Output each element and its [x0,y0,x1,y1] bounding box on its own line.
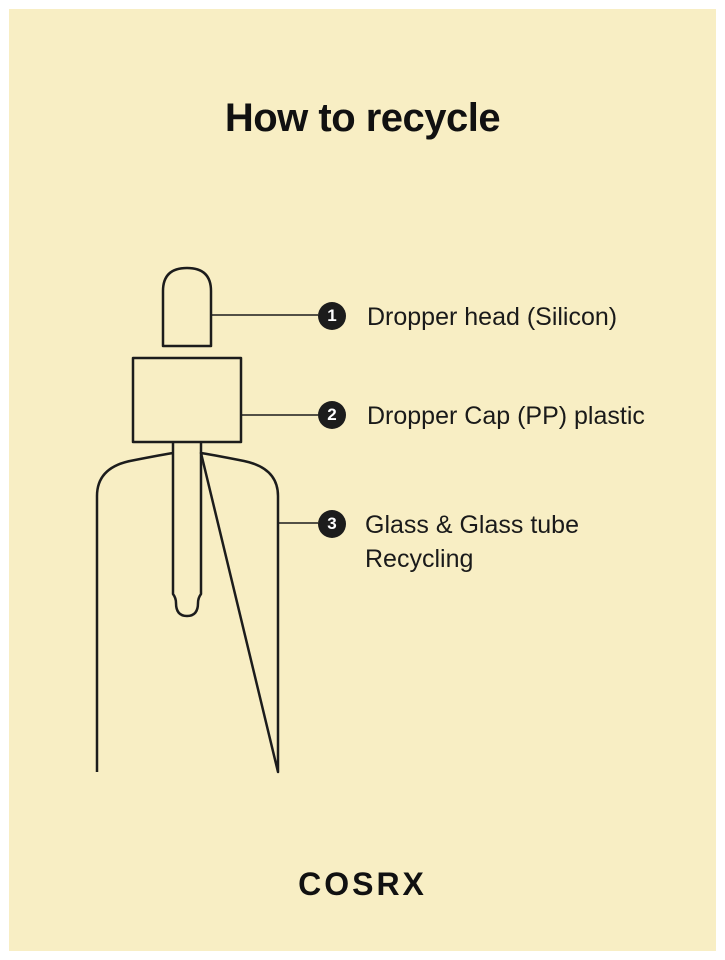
label-glass-line1: Glass & Glass tube [365,511,579,539]
dropper-head-outline [161,266,213,348]
number-badge-1: 1 [318,302,346,330]
number-badge-3: 3 [318,510,346,538]
label-glass-line2: Recycling [365,545,474,573]
bottle-body-outline [95,451,280,774]
label-dropper-head: Dropper head (Silicon) [367,303,618,331]
label-glass: Glass & Glass tube Recycling [365,508,579,576]
page-title: How to recycle [224,96,501,140]
dropper-cap-outline [131,356,243,444]
brand-logo: COSRX [298,866,427,902]
glass-tube-outline [171,442,203,618]
recycle-card [9,9,716,951]
label-dropper-cap: Dropper Cap (PP) plastic [367,402,645,430]
number-badge-2: 2 [318,401,346,429]
